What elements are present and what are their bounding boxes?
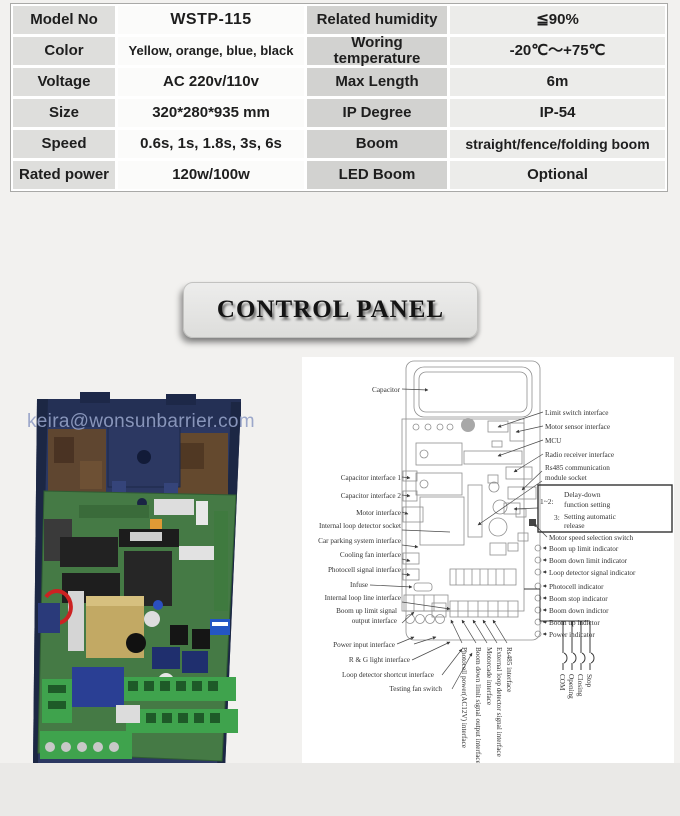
board-components <box>402 418 542 638</box>
spec-value: AC 220v/110v <box>118 68 304 96</box>
spec-label: Color <box>13 37 115 65</box>
diagram-label: Motor sensor interface <box>545 423 610 431</box>
diagram-label: Boom up limit signal <box>336 607 397 615</box>
diagram-label: Photocell power(AC12V) interface <box>460 647 468 748</box>
wiring-diagram: 1~2: Delay-down function setting 3: Sett… <box>302 357 674 764</box>
spec-label: Related humidity <box>307 6 447 34</box>
spec-table: Model No WSTP-115 Related humidity ≦90% … <box>10 3 668 192</box>
diagram-label: Boom down limit indicator <box>549 557 628 565</box>
spec-label: IP Degree <box>307 99 447 127</box>
note-box <box>537 484 673 533</box>
diagram-label: Rs485 interface <box>505 647 513 692</box>
note-text: Delay-down <box>564 490 601 499</box>
case-top-interior <box>48 424 228 501</box>
diagram-label: Internal loop detector socket <box>319 522 401 530</box>
diagram-label: Capacitor interface 1 <box>341 474 402 482</box>
spec-label: Size <box>13 99 115 127</box>
note-text: release <box>564 521 585 530</box>
diagram-label: Limit switch interface <box>545 409 608 417</box>
diagram-label: Motor interface <box>356 509 401 517</box>
diagram-label: Loop detector shortcut interface <box>342 671 434 679</box>
diagram-label: Boom down limit signal output interface <box>474 647 482 764</box>
section-title: CONTROL PANEL <box>216 296 445 323</box>
diagram-label: output interface <box>352 617 397 625</box>
spec-label: Model No <box>13 6 115 34</box>
note-text: Setting automatic <box>564 512 617 521</box>
diagram-label: Boom down indictor <box>549 607 609 615</box>
spec-label: Voltage <box>13 68 115 96</box>
page-bottom-strip <box>0 763 680 816</box>
button-label: COM <box>558 674 566 691</box>
button-label: Closing <box>576 674 584 697</box>
diagram-label: Cooling fan interface <box>340 551 401 559</box>
spec-value: straight/fence/folding boom <box>450 130 665 158</box>
spec-label: Speed <box>13 130 115 158</box>
diagram-label: Power input interface <box>333 641 395 649</box>
button-wiring: COM Opening Closing Stop <box>524 588 595 699</box>
control-panel-banner: CONTROL PANEL <box>183 282 478 338</box>
diagram-label: Photocell indicator <box>549 583 604 591</box>
spec-value: ≦90% <box>450 6 665 34</box>
diagram-label: Photocell signal interface <box>328 566 401 574</box>
spec-label: Max Length <box>307 68 447 96</box>
button-label: Opening <box>567 674 575 699</box>
spec-label: Boom <box>307 130 447 158</box>
spec-label: Woring temperature <box>307 35 447 66</box>
diagram-label: Internal loop line interface <box>325 594 401 602</box>
diagram-bottom-labels: Photocell power(AC12V) interface Boom do… <box>460 647 513 764</box>
diagram-label: Radio receiver interface <box>545 451 614 459</box>
pcb <box>37 490 238 762</box>
spec-value: 120w/100w <box>118 161 304 189</box>
watermark-email: keira@wonsunbarrier.com <box>27 411 255 432</box>
spec-label: LED Boom <box>307 161 447 189</box>
spec-value: IP-54 <box>450 99 665 127</box>
diagram-label: Motor speed selection switch <box>549 534 633 542</box>
board-outline <box>401 360 541 641</box>
diagram-label: Car parking system interface <box>318 537 401 545</box>
diagram-label: Capacitor interface 2 <box>341 492 402 500</box>
diagram-right-labels: Limit switch interface Motor sensor inte… <box>545 409 614 482</box>
diagram-label: Boom stop indicator <box>549 595 608 603</box>
spec-value: WSTP-115 <box>118 6 304 34</box>
diagram-label: Testing fan switch <box>389 685 442 693</box>
button-label: Stop <box>585 674 593 688</box>
diagram-label: External loop detector signal interface <box>495 647 503 757</box>
spec-label: Rated power <box>13 161 115 189</box>
control-board-photo <box>33 392 241 770</box>
spec-value: 320*280*935 mm <box>118 99 304 127</box>
spec-value: 6m <box>450 68 665 96</box>
spec-value: -20℃～+75℃ <box>450 37 665 65</box>
diagram-label: R & G light interface <box>349 656 410 664</box>
diagram-label: module socket <box>545 474 587 482</box>
diagram-label: Rs485 communication <box>545 464 610 472</box>
diagram-label: MCU <box>545 437 562 445</box>
leader-lines <box>369 388 548 690</box>
diagram-label: Loop detector signal indicator <box>549 569 636 577</box>
note-label: 3: <box>554 513 560 522</box>
diagram-label: Boom up indictor <box>549 619 600 627</box>
diagram-label: Motorcade interface <box>485 647 493 705</box>
diagram-label-capacitor: Capacitor <box>372 386 401 394</box>
diagram-label: Boom up limit indicator <box>549 545 619 553</box>
note-text: function setting <box>564 500 610 509</box>
spec-value: Optional <box>450 161 665 189</box>
spec-value: Yellow, orange, blue, black <box>118 37 304 65</box>
diagram-label: Infuse <box>350 581 368 589</box>
spec-value: 0.6s, 1s, 1.8s, 3s, 6s <box>118 130 304 158</box>
diagram-left-labels: Capacitor interface 1 Capacitor interfac… <box>318 474 442 693</box>
note-label: 1~2: <box>540 497 553 506</box>
